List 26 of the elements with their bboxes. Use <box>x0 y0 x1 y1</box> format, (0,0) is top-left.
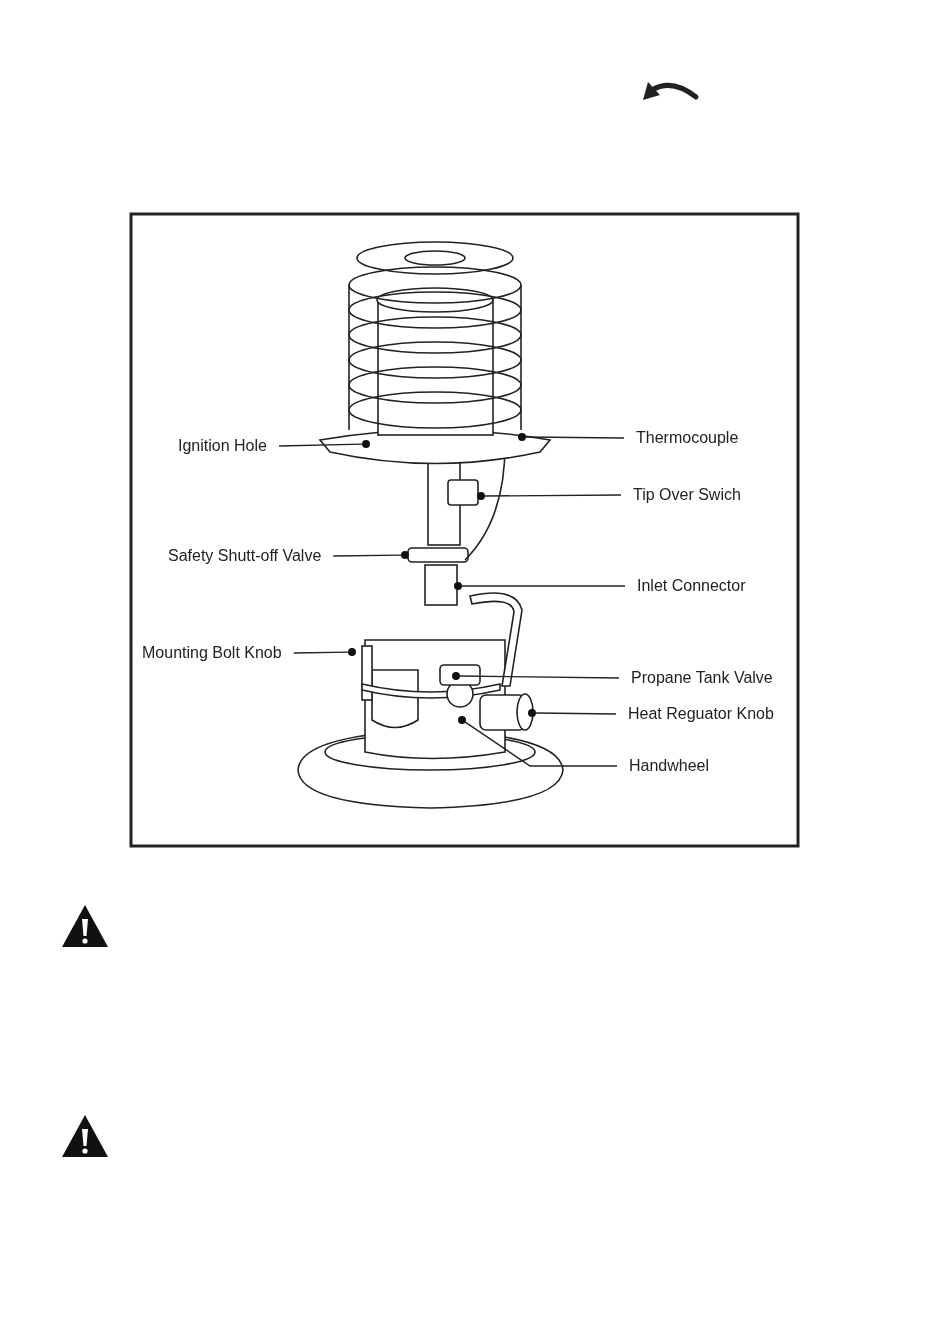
part-label: Thermocouple <box>636 429 739 447</box>
part-label: Ignition Hole <box>178 437 267 455</box>
leader-dot <box>528 709 536 717</box>
leader-dot <box>401 551 409 559</box>
leader-line <box>293 651 349 654</box>
leader-line <box>332 554 402 557</box>
part-label: Heat Reguator Knob <box>628 705 774 723</box>
leader-line <box>278 443 363 447</box>
leader-line <box>535 712 617 715</box>
leader-line <box>525 436 625 439</box>
part-label: Tip Over Swich <box>633 486 741 504</box>
leader-dot <box>458 716 466 724</box>
leader-line <box>464 721 618 767</box>
leader-dot <box>362 440 370 448</box>
part-label: Mounting Bolt Knob <box>142 644 282 662</box>
leader-line <box>461 585 626 587</box>
leader-dot <box>518 433 526 441</box>
leader-dot <box>477 492 485 500</box>
part-label: Handwheel <box>629 757 710 775</box>
leader-dot <box>452 672 460 680</box>
leader-dot <box>454 582 462 590</box>
part-label: Propane Tank Valve <box>631 669 773 687</box>
part-label: Safety Shutt-off Valve <box>168 547 322 565</box>
leader-line <box>484 494 622 497</box>
leader-dot <box>348 648 356 656</box>
part-label: Inlet Connector <box>637 577 746 595</box>
